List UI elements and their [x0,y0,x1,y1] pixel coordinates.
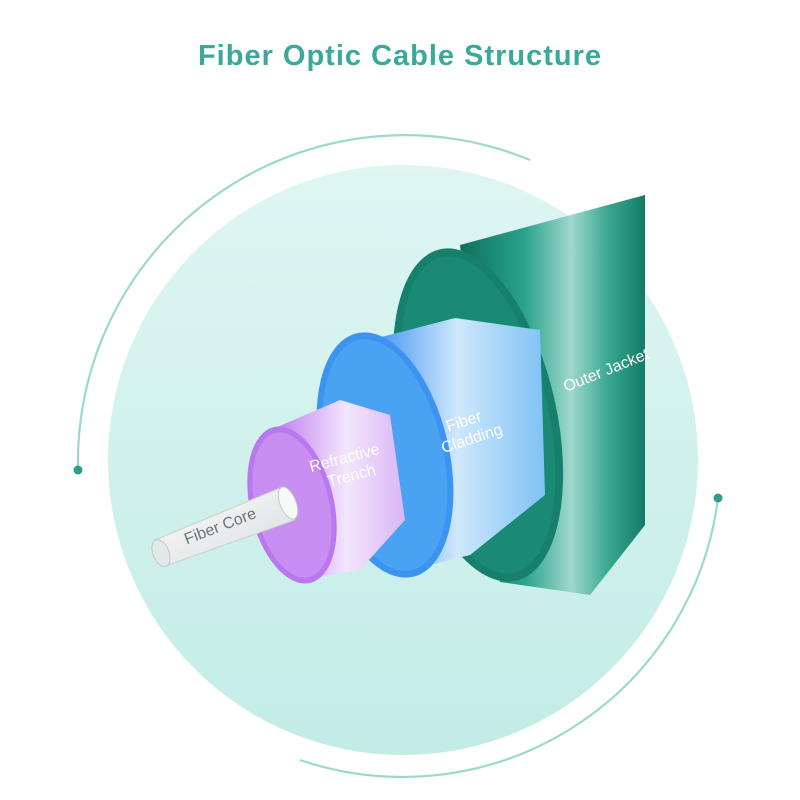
decor-ring-right [299,497,720,779]
page-title: Fiber Optic Cable Structure [197,40,603,72]
refractive-trench-layer: Refractive Trench [247,400,405,584]
decor-dot-right [713,493,723,503]
decor-ring-left [76,134,531,471]
decor-dot-left [73,465,83,475]
